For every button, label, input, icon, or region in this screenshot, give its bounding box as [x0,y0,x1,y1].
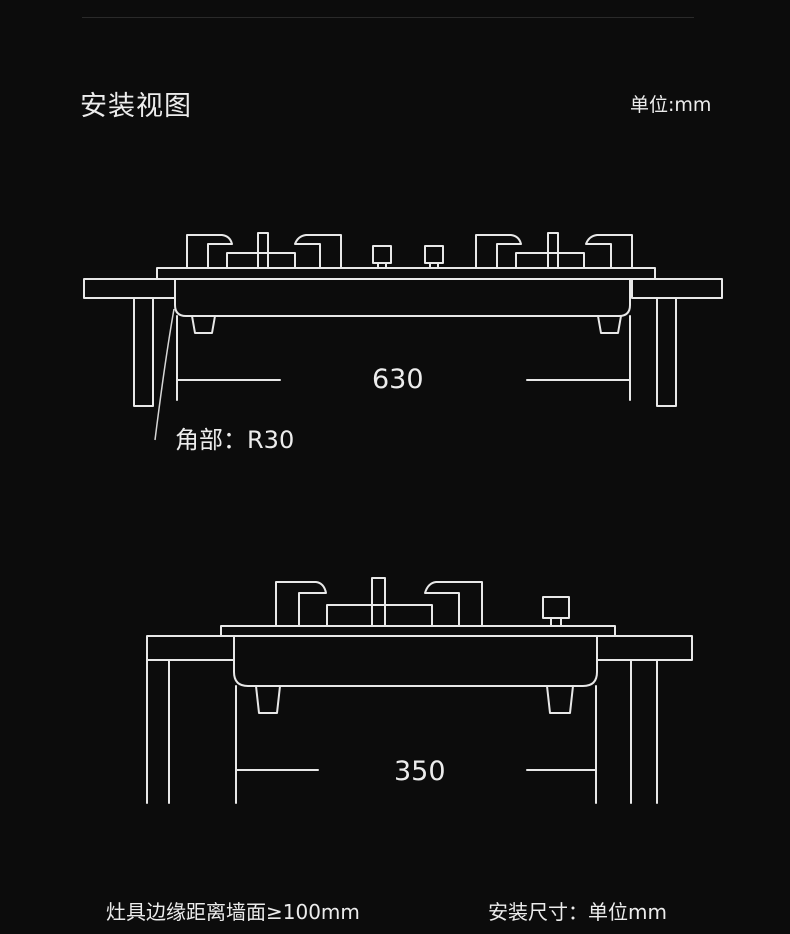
front-elevation [83,232,723,441]
countertop-left [83,278,176,299]
stove-panel-side [220,625,616,637]
corner-radius-note: 角部：R30 [175,426,295,454]
knob-right [424,245,444,269]
burner-cap-side [326,604,433,627]
left-pan-support-left [186,234,233,269]
width-dimension-label: 630 [372,364,424,395]
footer-unit-note: 安装尺寸：单位mm [488,900,667,924]
stove-panel [156,267,656,280]
countertop-right [631,278,723,299]
knob-side [542,596,570,627]
countertop-right-side [596,635,693,661]
knob-left [372,245,392,269]
stove-foot-right-side [546,685,574,714]
right-pan-support-right [585,234,633,269]
clearance-note: 灶具边缘距离墙面≥100mm [106,900,360,924]
cabinet-leg-right [656,297,677,407]
left-pan-support-right [294,234,342,269]
stove-foot-right [597,315,622,334]
depth-dimension-label: 350 [394,756,446,787]
left-burner-cap [226,252,296,269]
stove-foot-left-side [255,685,281,714]
cabinet-leg-right-side [630,659,658,804]
right-burner-post [547,232,559,269]
unit-label: 单位:mm [630,94,712,116]
cabinet-leg-left-side [146,659,170,804]
top-divider [82,17,694,18]
pan-support-right-side [424,581,483,627]
right-burner-cap [515,252,585,269]
page-title: 安装视图 [80,91,192,122]
stove-foot-left [191,315,216,334]
stove-body [174,278,631,317]
side-elevation [146,577,693,804]
cabinet-leg-left [133,297,154,407]
corner-leader-line [154,308,175,441]
pan-support-left-side [275,581,327,627]
stove-body-side [233,635,598,687]
left-burner-post [257,232,269,269]
burner-post-side [371,577,386,627]
countertop-left-side [146,635,235,661]
right-pan-support-left [475,234,522,269]
